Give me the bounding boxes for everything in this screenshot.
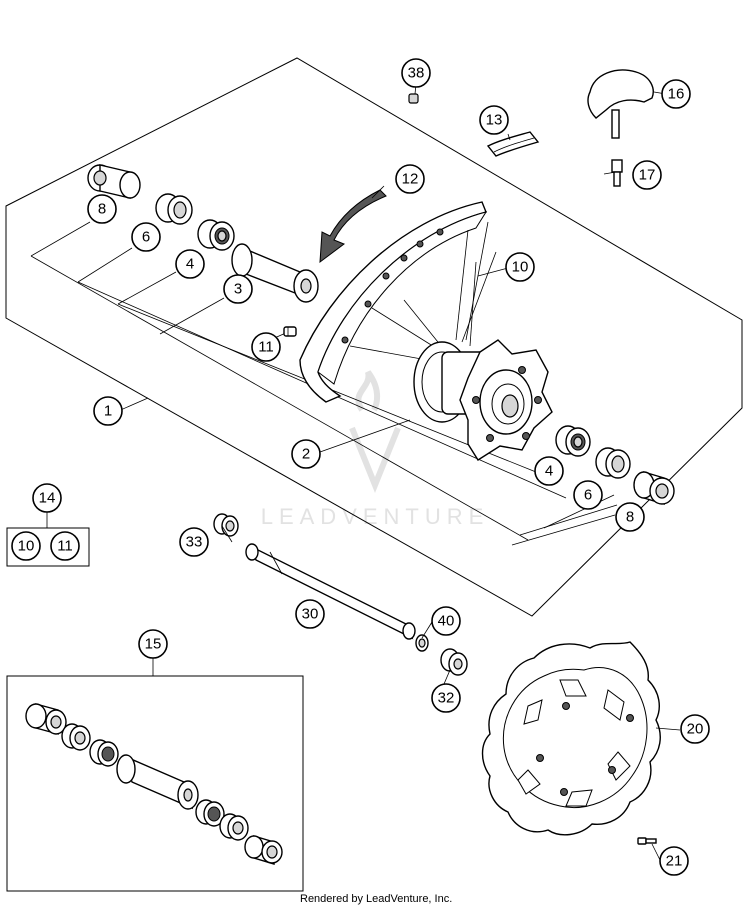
valve-cap-38 (408, 93, 419, 104)
spacer-8-right (633, 471, 675, 505)
svg-text:17: 17 (639, 167, 656, 184)
callout-13: 13 (479, 105, 509, 135)
callout-12: 12 (395, 164, 425, 194)
svg-text:6: 6 (584, 487, 592, 504)
callout-1: 1 (93, 396, 123, 426)
rim-band-13 (486, 131, 540, 157)
rim-spoke-hole (416, 240, 424, 248)
kit-15-bearing-left (89, 739, 119, 767)
wheel-assembly-frame (5, 57, 743, 617)
callout-32: 32 (431, 683, 461, 713)
rim-spoke-hole (382, 272, 390, 280)
svg-text:11: 11 (57, 538, 73, 555)
screw-21 (637, 837, 657, 845)
callout-14: 14 (32, 483, 62, 513)
callout-8-left: 8 (87, 194, 117, 224)
svg-text:2: 2 (302, 446, 310, 463)
kit-15-spacer-left (25, 703, 67, 735)
svg-text:6: 6 (142, 229, 150, 246)
collar-nut-32 (440, 648, 468, 676)
kit-15-seal-right (219, 813, 249, 841)
bearing-4-left (197, 219, 235, 251)
rim-spoke-hole (436, 228, 444, 236)
kit-15-sleeve (116, 754, 199, 810)
brake-disc-20 (481, 641, 661, 836)
footer-credit: Rendered by LeadVenture, Inc. (300, 893, 452, 905)
callout-15: 15 (138, 629, 168, 659)
kit-15-seal-left (61, 723, 91, 751)
collar-nut-33 (213, 513, 239, 537)
callout-17: 17 (632, 160, 662, 190)
svg-text:8: 8 (626, 509, 634, 526)
callout-6-left: 6 (131, 222, 161, 252)
callout-3: 3 (223, 274, 253, 304)
callout-14-item-11: 11 (50, 531, 80, 561)
spacer-8-left (87, 164, 141, 199)
hub (413, 339, 553, 461)
callout-30: 30 (295, 599, 325, 629)
callout-40: 40 (431, 606, 461, 636)
svg-text:15: 15 (145, 636, 162, 653)
watermark-flame-icon (355, 370, 381, 412)
outer-leader-lines (221, 83, 681, 861)
svg-text:16: 16 (668, 86, 685, 103)
inner-tube-16 (587, 69, 654, 139)
callout-8-right: 8 (615, 502, 645, 532)
svg-text:10: 10 (18, 538, 35, 555)
washer-40 (415, 634, 429, 652)
callout-14-item-10: 10 (11, 531, 41, 561)
svg-text:4: 4 (545, 463, 553, 480)
svg-text:1: 1 (104, 403, 112, 420)
spoke-nipple-11 (283, 326, 297, 337)
callout-4-left: 4 (175, 249, 205, 279)
watermark-text: LEADVENTURE (261, 504, 490, 529)
rim (299, 201, 488, 403)
shaft-seal-6-right (595, 447, 631, 479)
callout-20: 20 (680, 714, 710, 744)
svg-text:4: 4 (186, 256, 194, 273)
svg-text:8: 8 (98, 201, 106, 218)
svg-text:10: 10 (512, 259, 529, 276)
svg-text:11: 11 (258, 339, 274, 356)
shaft-seal-6-left (155, 193, 193, 225)
svg-text:40: 40 (438, 613, 455, 630)
wheel-spindle-30 (245, 543, 416, 640)
callout-16: 16 (661, 79, 691, 109)
callout-21: 21 (659, 846, 689, 876)
svg-text:33: 33 (186, 534, 203, 551)
bearing-4-right (555, 425, 591, 457)
svg-text:30: 30 (302, 606, 319, 623)
callout-4-right: 4 (534, 456, 564, 486)
callout-33: 33 (179, 527, 209, 557)
svg-text:21: 21 (666, 853, 683, 870)
svg-text:12: 12 (402, 171, 419, 188)
callout-38: 38 (401, 58, 431, 88)
svg-text:13: 13 (486, 112, 503, 129)
rotation-arrow-icon (319, 189, 387, 264)
callout-10: 10 (505, 252, 535, 282)
kit-15-bearing-right (195, 799, 225, 827)
svg-text:14: 14 (39, 490, 56, 507)
svg-text:20: 20 (687, 721, 704, 738)
valve-insert-17 (611, 159, 623, 187)
watermark-v-icon (349, 426, 401, 494)
svg-text:3: 3 (234, 281, 242, 298)
kit-15-spacer-right (244, 835, 283, 865)
callout-2: 2 (291, 439, 321, 469)
rim-spoke-hole (400, 254, 408, 262)
svg-text:32: 32 (438, 690, 455, 707)
callout-11: 11 (251, 332, 281, 362)
callout-6-right: 6 (573, 480, 603, 510)
kit-14-box (6, 512, 90, 567)
rim-spoke-hole (364, 300, 372, 308)
svg-text:38: 38 (408, 65, 425, 82)
kit-15-box (6, 658, 304, 892)
rim-spoke-hole (341, 336, 349, 344)
